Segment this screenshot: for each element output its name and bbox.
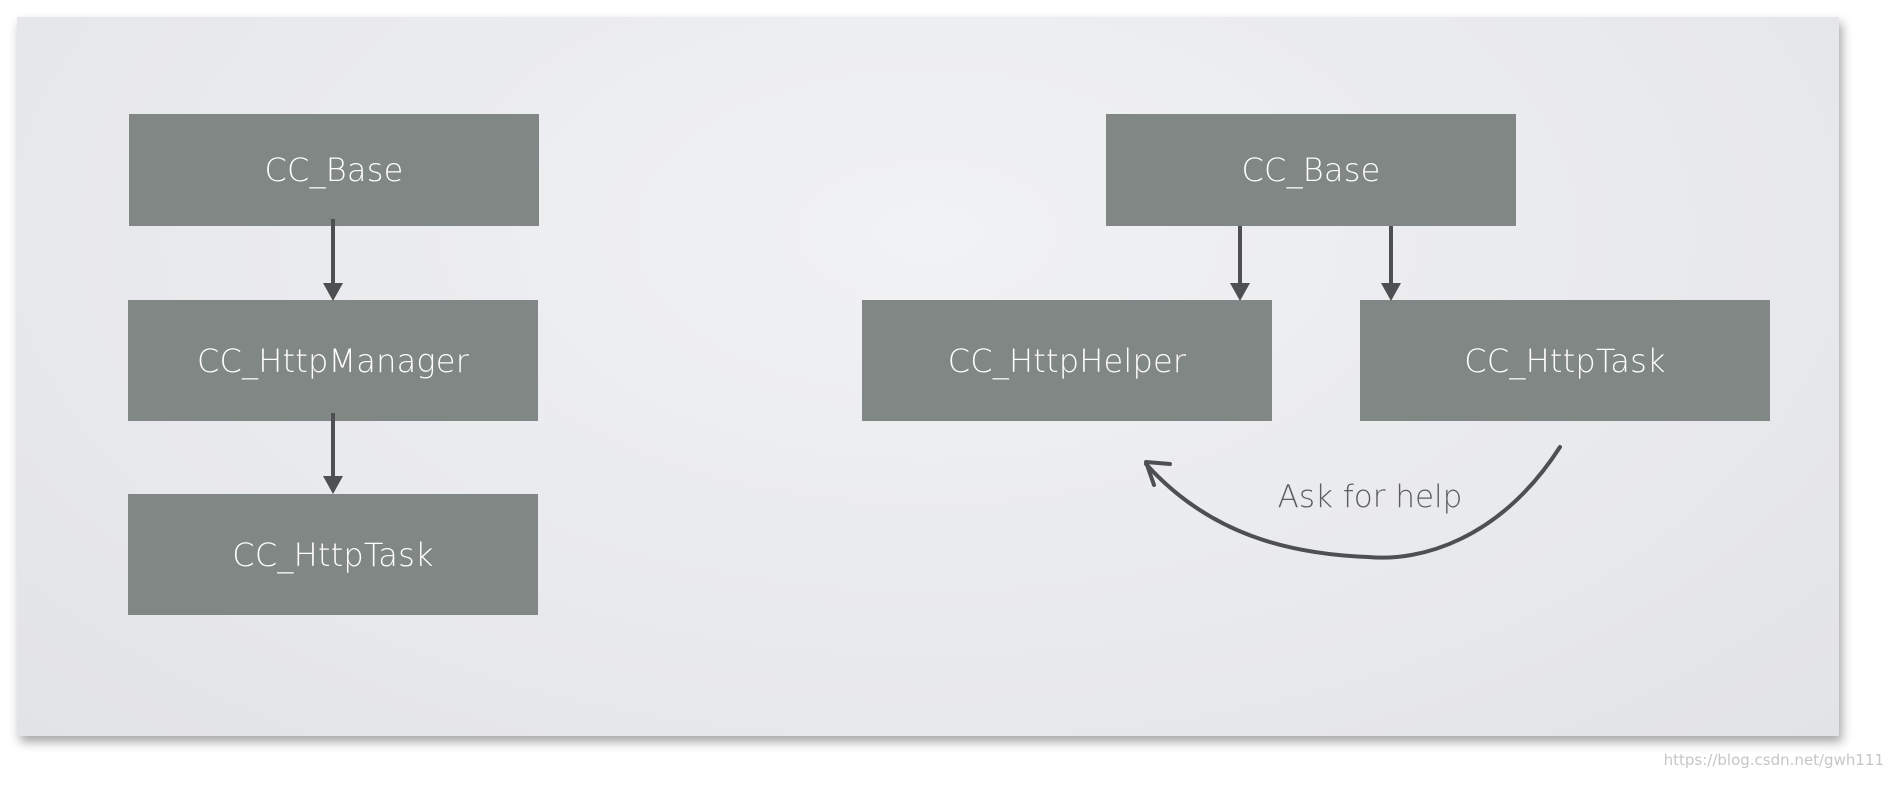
left-http-manager-label: CC_HttpManager	[196, 341, 470, 380]
left-http-task-box: CC_HttpTask	[128, 494, 538, 615]
right-base-label: CC_Base	[1241, 151, 1381, 189]
ask-for-help-label: Ask for help	[1277, 479, 1463, 515]
left-http-manager-box: CC_HttpManager	[128, 300, 538, 421]
right-http-task-label: CC_HttpTask	[1464, 341, 1666, 380]
right-base-box: CC_Base	[1106, 114, 1516, 226]
left-base-label: CC_Base	[264, 151, 404, 189]
left-http-task-label: CC_HttpTask	[232, 535, 434, 574]
right-http-task-box: CC_HttpTask	[1360, 300, 1770, 421]
watermark: https://blog.csdn.net/gwh111	[1663, 751, 1884, 769]
right-http-helper-label: CC_HttpHelper	[947, 341, 1187, 380]
right-http-helper-box: CC_HttpHelper	[862, 300, 1272, 421]
left-base-box: CC_Base	[129, 114, 539, 226]
